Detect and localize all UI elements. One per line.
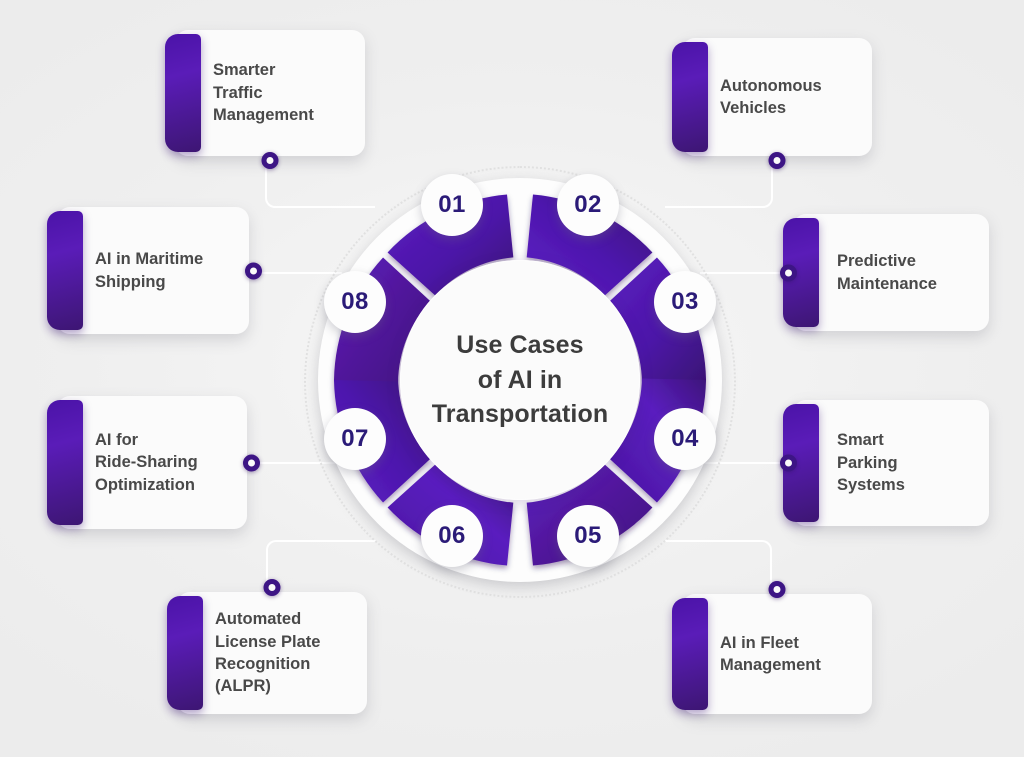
- card-label: AI for Ride-Sharing Optimization: [95, 430, 198, 494]
- card-connector-dot: [780, 454, 797, 472]
- card-connector-dot: [243, 454, 260, 471]
- badge-01[interactable]: 01: [421, 174, 483, 236]
- center-wheel: Use Cases of AI in Transportation 01 02 …: [304, 166, 736, 598]
- card-accent-bar: [47, 211, 83, 330]
- decorative-dotted-ring: [304, 166, 736, 598]
- card-accent-bar: [47, 400, 83, 525]
- card-autonomous-vehicles[interactable]: Autonomous Vehicles: [672, 38, 872, 169]
- card-ai-in-maritime-shipping[interactable]: AI in Maritime Shipping: [47, 207, 262, 334]
- card-predictive-maintenance[interactable]: Predictive Maintenance: [780, 214, 989, 331]
- badge-07[interactable]: 07: [324, 408, 386, 470]
- card-smart-parking-systems[interactable]: Smart Parking Systems: [780, 400, 989, 526]
- card-ai-for-ride-sharing-optimization[interactable]: AI for Ride-Sharing Optimization: [47, 396, 260, 529]
- card-label: Autonomous Vehicles: [720, 76, 822, 117]
- card-ai-in-fleet-management[interactable]: AI in Fleet Management: [672, 581, 872, 714]
- badge-05[interactable]: 05: [557, 505, 619, 567]
- card-connector-dot: [245, 262, 262, 279]
- badge-06[interactable]: 06: [421, 505, 483, 567]
- badge-08[interactable]: 08: [324, 271, 386, 333]
- card-connector-dot: [263, 579, 281, 596]
- card-label: Smart Parking Systems: [837, 431, 905, 495]
- card-accent-bar: [165, 34, 201, 152]
- card-label: AI in Maritime Shipping: [95, 250, 204, 291]
- card-accent-bar: [167, 596, 203, 710]
- card-accent-bar: [672, 42, 708, 152]
- card-smarter-traffic-management[interactable]: Smarter Traffic Management: [165, 30, 365, 169]
- badge-03[interactable]: 03: [654, 271, 716, 333]
- card-label: Automated License Plate Recognition (ALP…: [215, 610, 321, 696]
- badge-04[interactable]: 04: [654, 408, 716, 470]
- card-connector-dot: [780, 264, 797, 281]
- card-connector-dot: [261, 152, 279, 169]
- card-connector-dot: [768, 152, 786, 169]
- center-hub: Use Cases of AI in Transportation: [400, 260, 640, 500]
- card-label: Predictive Maintenance: [837, 252, 937, 293]
- card-accent-bar: [672, 598, 708, 710]
- card-connector-dot: [768, 581, 786, 598]
- center-title: Use Cases of AI in Transportation: [431, 331, 609, 429]
- badge-02[interactable]: 02: [557, 174, 619, 236]
- card-automated-license-plate-recognition[interactable]: Automated License Plate Recognition (ALP…: [167, 579, 367, 714]
- card-label: Smarter Traffic Management: [213, 61, 314, 125]
- card-label: AI in Fleet Management: [720, 633, 821, 674]
